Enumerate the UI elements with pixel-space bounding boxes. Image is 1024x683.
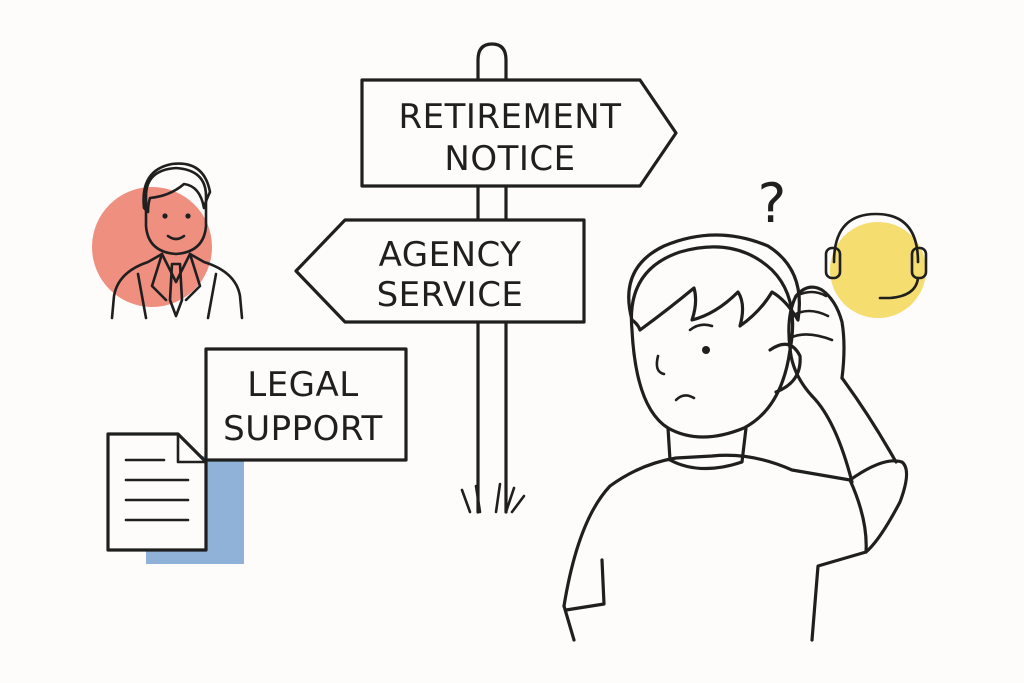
agency-service-sign: AGENCY SERVICE	[294, 218, 586, 324]
person-forearm	[810, 376, 898, 484]
headset-mic	[878, 276, 920, 300]
document-fold	[176, 432, 208, 464]
person-fingers	[788, 290, 834, 342]
grass	[460, 482, 526, 514]
person-arm	[848, 459, 909, 554]
businessman-suit	[110, 252, 244, 320]
legal-sign-line2: SUPPORT	[223, 409, 383, 449]
retirement-sign-line2: NOTICE	[444, 139, 575, 179]
businessman-lapels	[136, 272, 218, 320]
agency-sign-line2: SERVICE	[377, 275, 524, 315]
headset-icon	[824, 212, 928, 318]
retirement-notice-sign: RETIREMENT NOTICE	[360, 78, 678, 188]
person-neck	[666, 426, 748, 471]
agent-accent-circle	[92, 187, 212, 307]
person-eyebrow	[688, 323, 714, 332]
legal-support-group: LEGAL SUPPORT	[106, 347, 408, 564]
businessman-tie	[168, 262, 184, 318]
question-mark: ?	[758, 172, 787, 235]
person-mouth	[674, 394, 696, 402]
document-page	[106, 432, 208, 552]
legal-sign-line1: LEGAL	[247, 365, 358, 405]
businessman-eye-left	[162, 213, 168, 219]
businessman-eye-right	[185, 213, 191, 219]
signpost: RETIREMENT NOTICE AGENCY SERVICE	[294, 42, 678, 514]
person-nose	[655, 354, 666, 376]
person-shirt	[562, 453, 868, 642]
document-lines	[124, 458, 190, 522]
legal-support-sign: LEGAL SUPPORT	[204, 347, 408, 462]
person-shirt-hem	[564, 558, 606, 612]
person-ear	[768, 342, 802, 394]
confused-person-icon	[562, 233, 909, 642]
headset-band	[832, 212, 920, 264]
person-hair	[627, 233, 801, 332]
headset-ear-left	[824, 246, 842, 280]
person-hand	[787, 285, 846, 398]
person-left-edge	[562, 604, 576, 642]
agency-sign-line1: AGENCY	[379, 235, 522, 275]
person-head	[629, 245, 795, 439]
signpost-pole	[476, 42, 508, 514]
person-eye	[702, 346, 710, 354]
businessman-smile	[166, 234, 186, 241]
businessman-icon	[92, 162, 244, 320]
support-accent-circle	[830, 222, 926, 318]
businessman-collar	[150, 252, 202, 302]
retirement-sign-board	[360, 78, 678, 188]
legal-support-board	[204, 347, 408, 462]
retirement-sign-line1: RETIREMENT	[398, 97, 621, 137]
businessman-head	[144, 166, 208, 256]
document-icon	[106, 432, 208, 552]
businessman-hair	[142, 162, 212, 214]
agency-sign-board	[294, 218, 586, 324]
